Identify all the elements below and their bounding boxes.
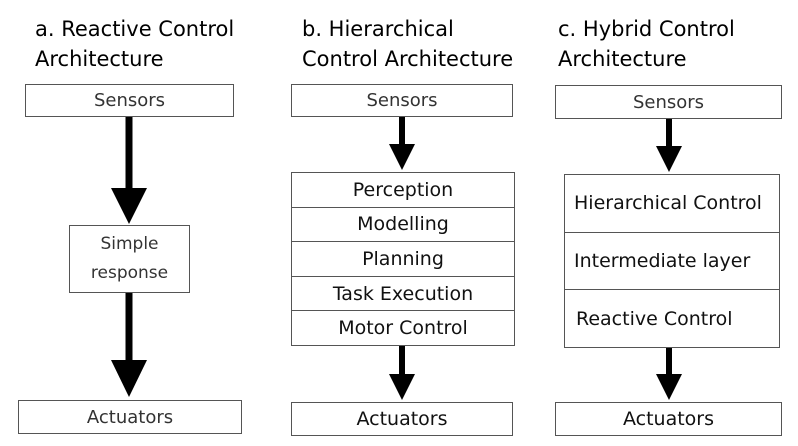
arrow-b-bottom — [389, 345, 415, 400]
hierarchical-sensors-box: Sensors — [291, 84, 513, 117]
layer-perception: Perception — [352, 178, 454, 201]
title-hierarchical-line2: Control Architecture — [302, 47, 514, 71]
hierarchical-actuators-box: Actuators — [291, 402, 513, 436]
layer-reactive-control: Reactive Control — [565, 289, 779, 347]
layer-intermediate: Intermediate layer — [565, 231, 779, 290]
simple-response-line1: Simple — [100, 234, 159, 254]
simple-response-line2: response — [90, 263, 169, 283]
layer-planning: Planning — [292, 241, 514, 276]
layer-task-execution: Task Execution — [292, 275, 514, 311]
reactive-actuators-box: Actuators — [18, 400, 242, 434]
title-hierarchical-line1: b. Hierarchical — [302, 17, 454, 41]
title-hybrid-line1: c. Hybrid Control — [558, 17, 735, 41]
hierarchical-layer-stack: Perception Modelling Planning Task Execu… — [291, 172, 515, 346]
arrow-c-top — [656, 118, 682, 172]
reactive-sensors-box: Sensors — [25, 84, 234, 117]
simple-response-box: Simple response — [69, 225, 190, 293]
title-reactive-line2: Architecture — [35, 47, 164, 71]
arrow-c-bottom — [656, 347, 682, 400]
arrow-a-top — [111, 116, 147, 224]
title-reactive-line1: a. Reactive Control — [35, 17, 235, 41]
hybrid-layer-stack: Hierarchical Control Intermediate layer … — [564, 174, 780, 348]
title-hierarchical: b. Hierarchical Control Architecture — [302, 14, 513, 74]
hybrid-sensors-box: Sensors — [555, 85, 782, 119]
layer-motor-control: Motor Control — [292, 310, 514, 345]
arrow-a-bottom — [111, 292, 147, 397]
layer-modelling: Modelling — [292, 206, 514, 242]
title-reactive: a. Reactive Control Architecture — [35, 14, 234, 74]
arrow-b-top — [389, 116, 415, 170]
title-hybrid: c. Hybrid Control Architecture — [558, 14, 735, 74]
title-hybrid-line2: Architecture — [558, 47, 687, 71]
layer-hierarchical-control: Hierarchical Control — [574, 192, 762, 215]
hybrid-actuators-box: Actuators — [555, 402, 782, 436]
